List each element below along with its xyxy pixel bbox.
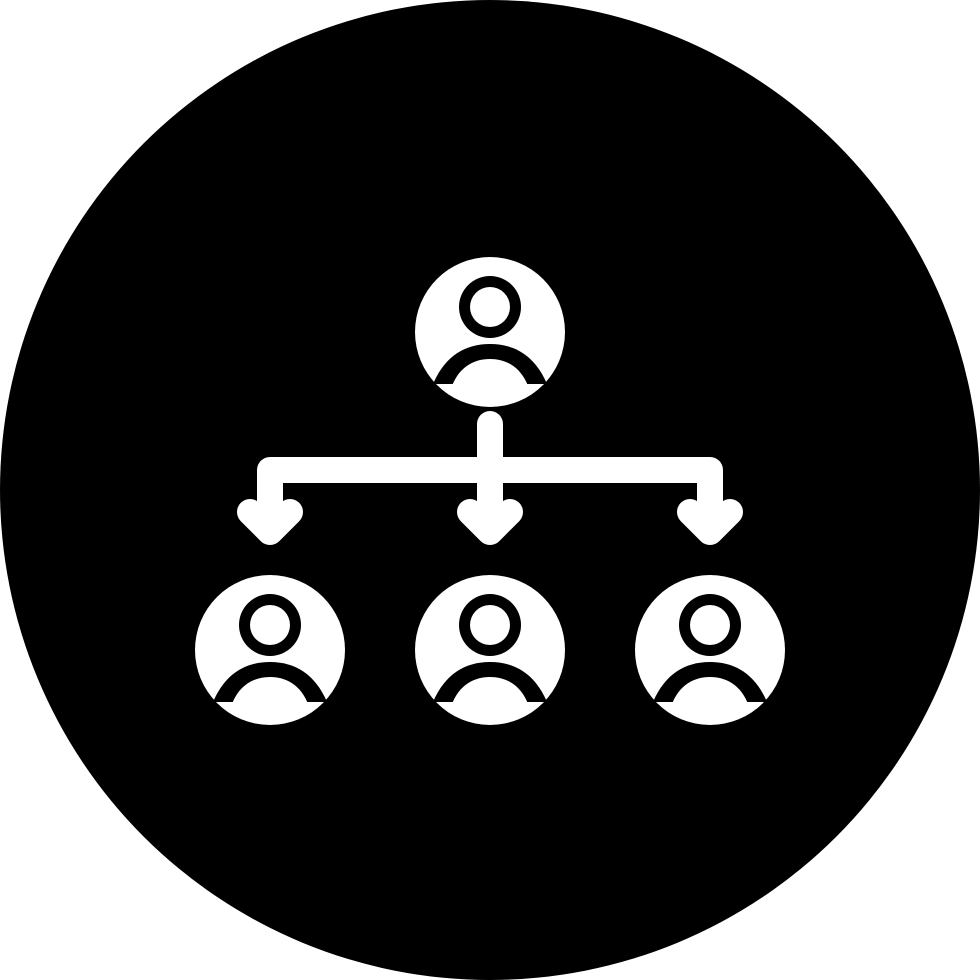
child-person-2-icon bbox=[415, 575, 565, 725]
branch-arrows-icon bbox=[237, 411, 743, 545]
child-person-1-icon bbox=[195, 575, 345, 725]
top-person-icon bbox=[415, 257, 565, 407]
child-person-3-icon bbox=[635, 575, 785, 725]
